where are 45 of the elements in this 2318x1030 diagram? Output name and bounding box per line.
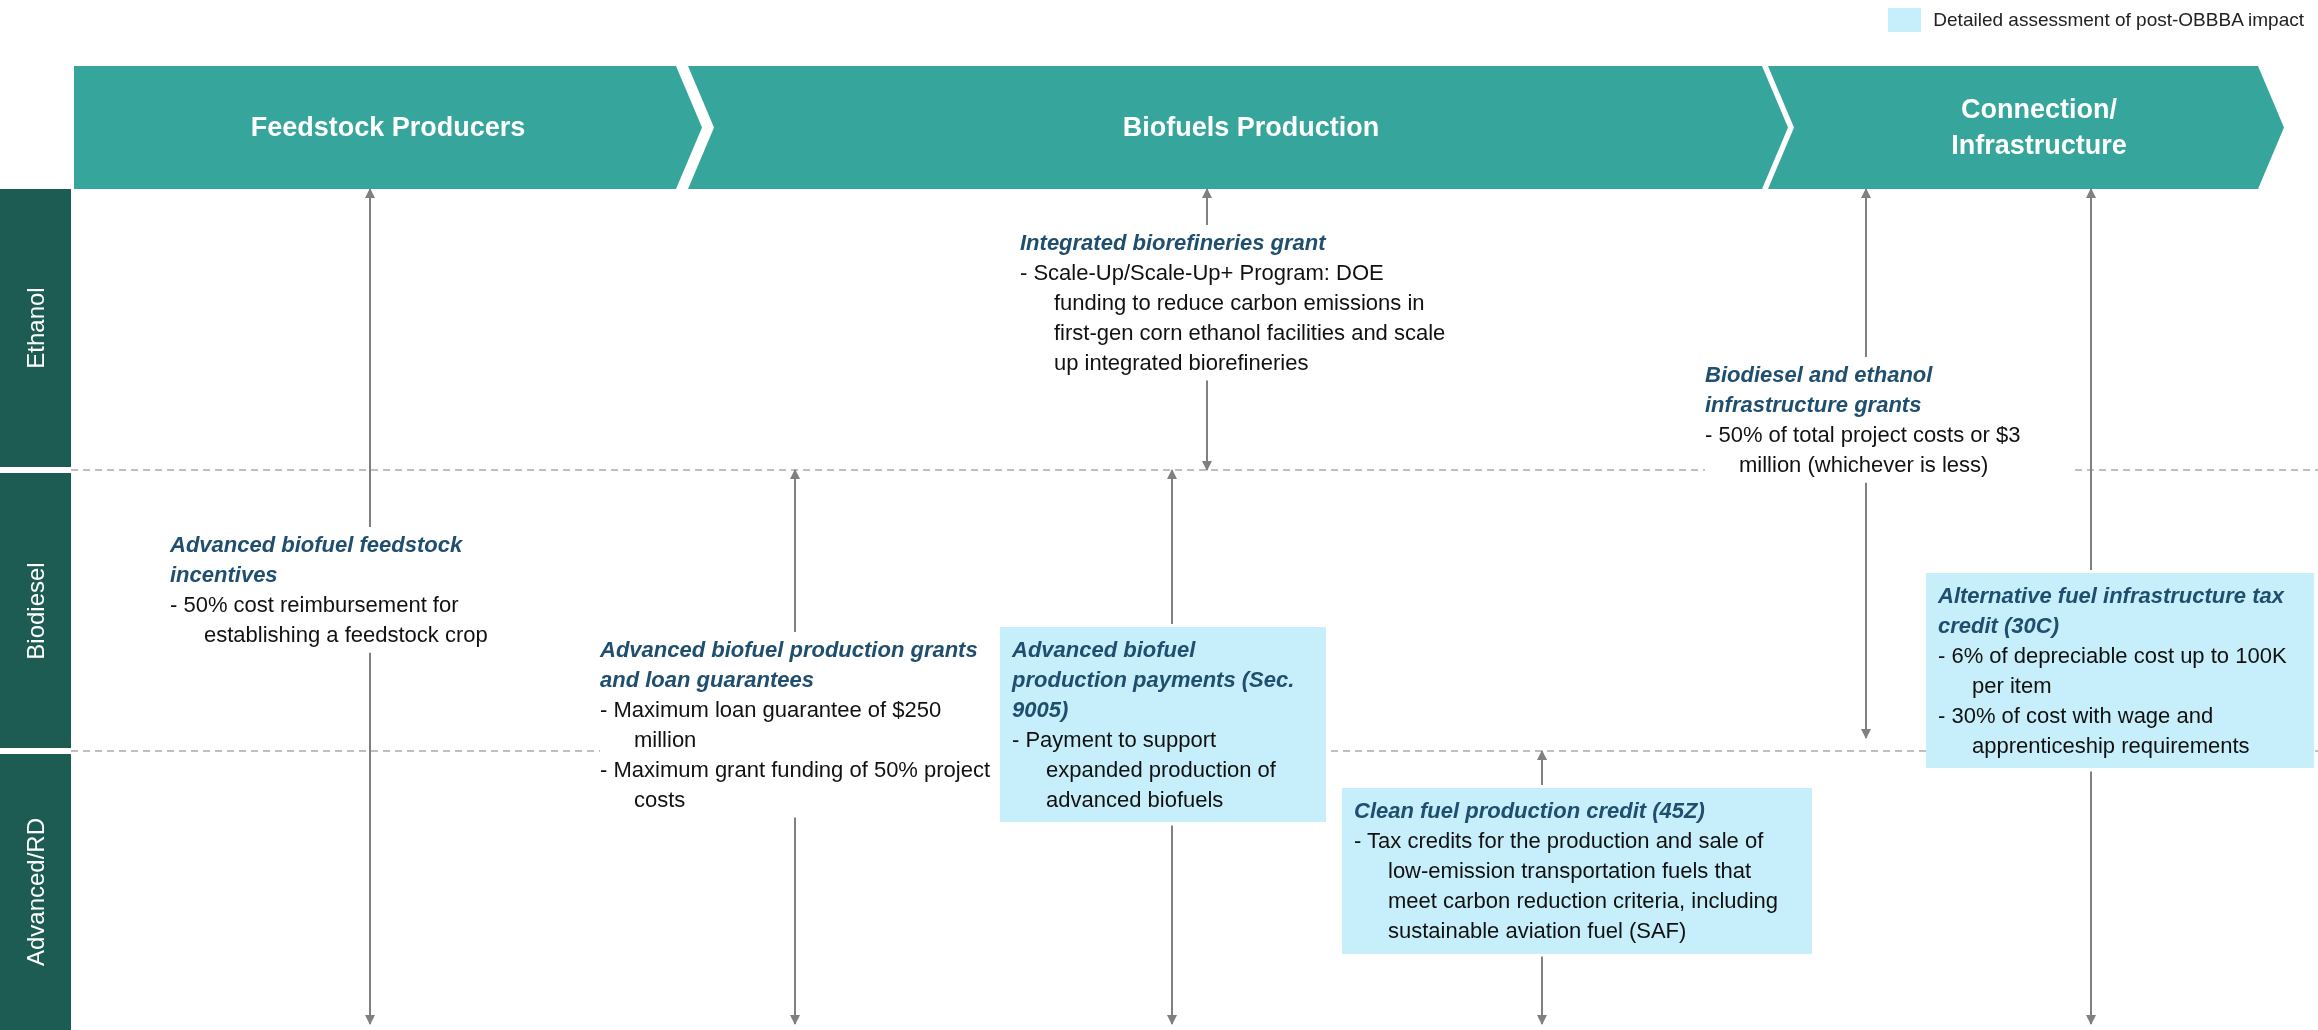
range-arrow <box>1861 481 1871 739</box>
bullet-text: - Maximum grant funding of 50% project costs <box>600 755 992 814</box>
policy-title: Biodiesel and ethanol infrastructure grants <box>1705 361 1934 419</box>
range-arrow <box>1167 469 1177 625</box>
range-arrow <box>365 188 375 528</box>
range-arrow <box>1202 379 1212 471</box>
policy-title: Clean fuel production credit (45Z) <box>1354 797 1706 825</box>
header-label: Feedstock Producers <box>250 110 526 144</box>
range-arrow <box>1167 824 1177 1025</box>
policy-title: Advanced biofuel production grants and loan guarantees <box>600 636 979 694</box>
range-arrow <box>2086 770 2096 1025</box>
chevron-header <box>1768 66 2284 189</box>
row-label: Advanced/RD <box>21 817 50 967</box>
highlighted-policy-box <box>1000 627 1326 823</box>
policy-title: Integrated biorefineries grant <box>1020 229 1328 257</box>
bullet-text: - 6% of depreciable cost up to 100K per item <box>1938 641 2288 700</box>
row-label: Biodiesel <box>21 561 50 660</box>
legend-label: Detailed assessment of post-OBBBA impact <box>1933 9 2304 31</box>
range-arrow <box>1537 750 1547 786</box>
row-label-band <box>0 189 71 467</box>
policy-title: Alternative fuel infrastructure tax credit (30C) <box>1938 582 2286 640</box>
bullet-text: - Tax credits for the production and sale of low-emission transportation fuels that meet carbon reduction criteria, including sustainable aviation fuel (SAF) <box>1354 826 1780 945</box>
header-label: Biofuels Production <box>1122 110 1380 144</box>
bullet-text: - Maximum loan guarantee of $250 million <box>600 695 943 754</box>
bullet-text: - Payment to support expanded production of advanced biofuels <box>1012 725 1277 814</box>
row-label-band <box>0 754 71 1030</box>
chevron-header <box>74 66 702 189</box>
bullet-text: - 50% cost reimbursement for establishing a feedstock crop <box>170 590 489 649</box>
range-arrow <box>1202 188 1212 226</box>
row-label: Ethanol <box>21 287 50 369</box>
bullet-text: - Scale-Up/Scale-Up+ Program: DOE funding to reduce carbon emissions in first-gen corn ethanol facilities and scale up integrated biorefineries <box>1020 258 1447 377</box>
highlighted-policy-box <box>1342 788 1812 954</box>
range-arrow <box>790 816 800 1025</box>
policy-title: Advanced biofuel production payments (Sec. 9005) <box>1012 636 1296 724</box>
range-arrow <box>365 651 375 1025</box>
highlighted-policy-box <box>1926 573 2314 769</box>
bullet-text: - 30% of cost with wage and apprenticeship requirements <box>1938 701 2251 760</box>
bullet-text: - 50% of total project costs or $3 million (whichever is less) <box>1705 420 2022 479</box>
range-arrow <box>790 469 800 633</box>
range-arrow <box>1537 955 1547 1025</box>
range-arrow <box>1861 188 1871 358</box>
header-label: Connection/ Infrastructure <box>1950 93 2128 162</box>
row-label-band <box>0 473 71 748</box>
range-arrow <box>2086 188 2096 571</box>
policy-title: Advanced biofuel feedstock incentives <box>170 531 464 589</box>
